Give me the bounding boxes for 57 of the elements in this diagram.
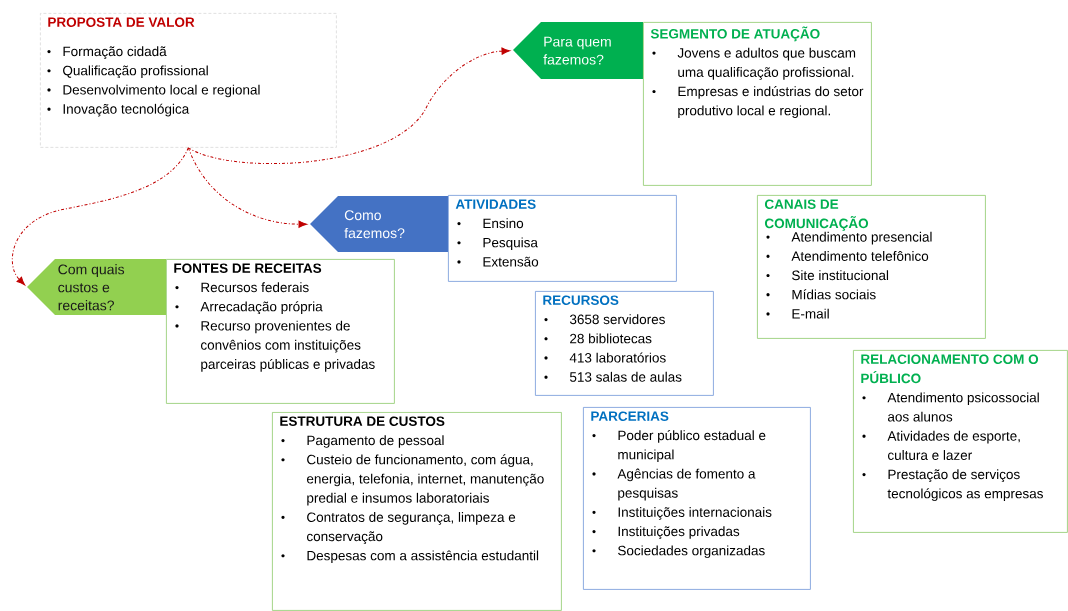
text-card bbox=[643, 22, 872, 186]
arrow bbox=[187, 47, 511, 164]
bullet-item: Atividades de esporte, cultura e lazer bbox=[862, 430, 1020, 460]
bullet-item: Instituições privadas bbox=[592, 526, 740, 539]
text-card bbox=[535, 291, 714, 396]
card-heading: FONTES DE RECEITAS bbox=[174, 263, 322, 273]
text-card bbox=[272, 412, 562, 611]
bullet-item: 3658 servidores bbox=[544, 314, 665, 325]
bullet-item: Contratos de segurança, limpeza e conservação bbox=[281, 512, 516, 544]
text-card bbox=[448, 195, 677, 282]
bullet-item: Recursos federais bbox=[175, 282, 309, 293]
card-heading: PARCERIAS bbox=[591, 411, 669, 421]
bullet-item: 28 bibliotecas bbox=[544, 333, 652, 344]
arrow bbox=[11, 147, 189, 286]
card-heading: CANAIS DE COMUNICAÇÃO bbox=[764, 199, 869, 231]
pentagon-label: Para quem fazemos? bbox=[513, 22, 643, 79]
arrow bbox=[187, 147, 308, 228]
bullet-item: Ensino bbox=[457, 218, 524, 229]
bullet-item: Pesquisa bbox=[457, 237, 538, 251]
bullet-item: Arrecadação própria bbox=[175, 301, 323, 315]
bullet-item: 513 salas de aulas bbox=[544, 371, 682, 382]
bullet-item: Inovação tecnológica bbox=[47, 103, 190, 117]
bullet-item: Desenvolvimento local e regional bbox=[47, 84, 260, 98]
bullet-item: E-mail bbox=[766, 308, 829, 319]
card-heading: SEGMENTO DE ATUAÇÃO bbox=[650, 26, 820, 42]
text-card bbox=[166, 259, 395, 404]
bullet-item: Despesas com a assistência estudantil bbox=[281, 550, 539, 564]
bullet-item: Poder público estadual e municipal bbox=[592, 430, 766, 463]
bullet-item: Atendimento telefônico bbox=[766, 251, 929, 261]
bullet-item: Empresas e indústrias do setor produtivo local e regional. bbox=[652, 86, 864, 119]
bullet-item: Formação cidadã bbox=[47, 46, 167, 59]
bullet-item: Prestação de serviços tecnológicos as empresas bbox=[862, 469, 1043, 502]
bullet-item: Site institucional bbox=[766, 270, 889, 281]
bullet-item: Instituições internacionais bbox=[592, 507, 772, 520]
bullet-item: Extensão bbox=[457, 256, 539, 267]
bullet-item: Atendimento psicossocial aos alunos bbox=[862, 392, 1039, 422]
text-card bbox=[853, 350, 1068, 533]
bullet-item: Agências de fomento a pesquisas bbox=[592, 468, 756, 501]
bullet-item: 413 laboratórios bbox=[544, 352, 666, 363]
bullet-item: Recurso provenientes de convênios com instituições parceiras públicas e privadas bbox=[175, 320, 375, 372]
bullet-item: Jovens e adultos que buscam uma qualificação profissional. bbox=[652, 47, 856, 80]
pentagon-label: Com quais custos e receitas? bbox=[27, 259, 166, 315]
bullet-item: Mídias sociais bbox=[766, 289, 876, 300]
bullet-item: Atendimento presencial bbox=[766, 231, 932, 245]
card-heading: RELACIONAMENTO COM O PÚBLICO bbox=[861, 354, 1039, 384]
bullet-item: Sociedades organizadas bbox=[592, 545, 765, 559]
card-heading: ESTRUTURA DE CUSTOS bbox=[280, 416, 445, 426]
card-heading: ATIVIDADES bbox=[455, 199, 536, 209]
text-card bbox=[40, 13, 337, 148]
text-card bbox=[757, 195, 986, 339]
bullet-item: Pagamento de pessoal bbox=[281, 435, 444, 448]
pentagon-label: Como fazemos? bbox=[310, 196, 448, 252]
text-card bbox=[583, 407, 811, 590]
card-heading: PROPOSTA DE VALOR bbox=[48, 17, 195, 27]
bullet-item: Custeio de funcionamento, com água, energia, telefonia, internet, manutenção predial e insumos laboratoriais bbox=[281, 454, 544, 506]
card-heading: RECURSOS bbox=[543, 295, 619, 305]
bullet-item: Qualificação profissional bbox=[47, 65, 208, 79]
